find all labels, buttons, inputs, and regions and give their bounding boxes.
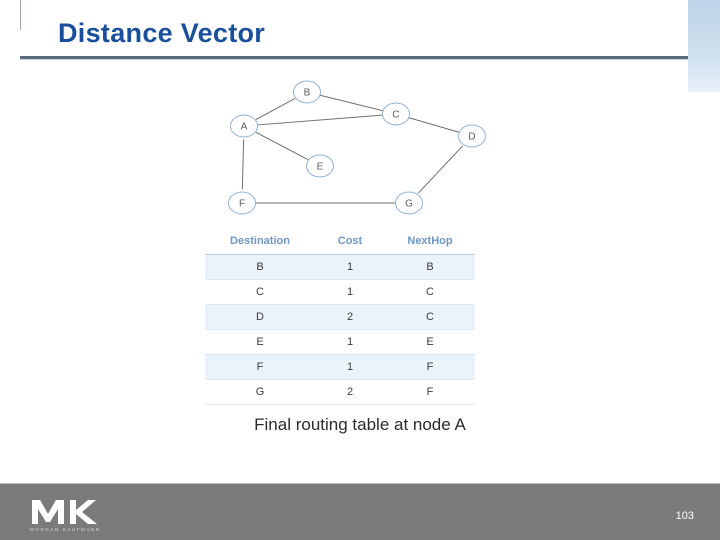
graph-node: D bbox=[458, 124, 486, 148]
graph-node: A bbox=[230, 114, 258, 138]
table-cell: B bbox=[385, 254, 475, 280]
graph-node: F bbox=[228, 191, 256, 215]
corner-tick bbox=[20, 0, 21, 30]
table-cell: 2 bbox=[315, 304, 385, 330]
column-header-nexthop: NextHop bbox=[385, 228, 475, 255]
mk-logo-icon bbox=[32, 500, 97, 524]
table-header-row: Destination Cost NextHop bbox=[205, 228, 475, 255]
graph-svg: B C A D E F G bbox=[228, 80, 486, 215]
slide-caption: Final routing table at node A bbox=[254, 415, 466, 434]
graph-node: G bbox=[395, 191, 423, 215]
table-cell: D bbox=[205, 304, 315, 330]
table-cell: G bbox=[205, 379, 315, 405]
footer-bar: MORGAN KAUFMANN 103 bbox=[0, 484, 720, 540]
column-header-cost: Cost bbox=[315, 228, 385, 255]
page-title: Distance Vector bbox=[58, 18, 266, 48]
table-cell: E bbox=[385, 329, 475, 355]
table-cell: C bbox=[385, 279, 475, 305]
graph-node-label: B bbox=[304, 88, 311, 99]
column-header-destination: Destination bbox=[205, 228, 315, 255]
graph-node-label: F bbox=[239, 199, 245, 210]
graph-node: C bbox=[382, 102, 410, 126]
graph-edge bbox=[255, 131, 309, 161]
graph-node-circle bbox=[293, 80, 321, 104]
graph-node-label: G bbox=[405, 199, 413, 210]
graph-node-circle bbox=[230, 114, 258, 138]
graph-node-label: E bbox=[317, 162, 324, 173]
table-cell: C bbox=[385, 304, 475, 330]
table-cell: 1 bbox=[315, 354, 385, 380]
table-cell: 1 bbox=[315, 329, 385, 355]
title-divider-thin bbox=[20, 59, 688, 60]
graph-node-circle bbox=[395, 191, 423, 215]
table-cell: C bbox=[205, 279, 315, 305]
graph-node-label: D bbox=[468, 132, 475, 143]
table-cell: 2 bbox=[315, 379, 385, 405]
graph-node-label: C bbox=[392, 110, 399, 121]
table-cell: F bbox=[385, 354, 475, 380]
chapter-band: Chapter 3 bbox=[688, 0, 720, 92]
graph-node-circle bbox=[458, 124, 486, 148]
table-cell: F bbox=[385, 379, 475, 405]
graph-edge bbox=[241, 139, 245, 190]
title-divider bbox=[20, 56, 688, 59]
graph-nodes: B C A D E F G bbox=[228, 80, 486, 215]
publisher-logo bbox=[30, 496, 110, 530]
graph-edge bbox=[417, 145, 464, 194]
table-cell: 1 bbox=[315, 279, 385, 305]
graph-edge bbox=[408, 117, 460, 133]
network-graph-diagram: B C A D E F G bbox=[200, 66, 520, 221]
graph-node: B bbox=[293, 80, 321, 104]
page-number: 103 bbox=[675, 510, 694, 522]
chapter-band-gradient bbox=[688, 0, 720, 92]
table-cell: B bbox=[205, 254, 315, 280]
graph-edge bbox=[319, 94, 384, 112]
graph-edge bbox=[257, 114, 383, 126]
graph-node-label: A bbox=[241, 122, 248, 133]
publisher-logo-subtext: MORGAN KAUFMANN bbox=[30, 527, 101, 532]
chapter-label: Chapter 3 bbox=[690, 0, 716, 4]
graph-edge bbox=[255, 97, 296, 121]
table-cell: F bbox=[205, 354, 315, 380]
graph-node-circle bbox=[382, 102, 410, 126]
graph-node: E bbox=[306, 154, 334, 178]
graph-edges bbox=[241, 94, 464, 204]
footer-divider bbox=[0, 483, 720, 484]
table-cell: 1 bbox=[315, 254, 385, 280]
graph-node-circle bbox=[228, 191, 256, 215]
table-cell: E bbox=[205, 329, 315, 355]
graph-node-circle bbox=[306, 154, 334, 178]
